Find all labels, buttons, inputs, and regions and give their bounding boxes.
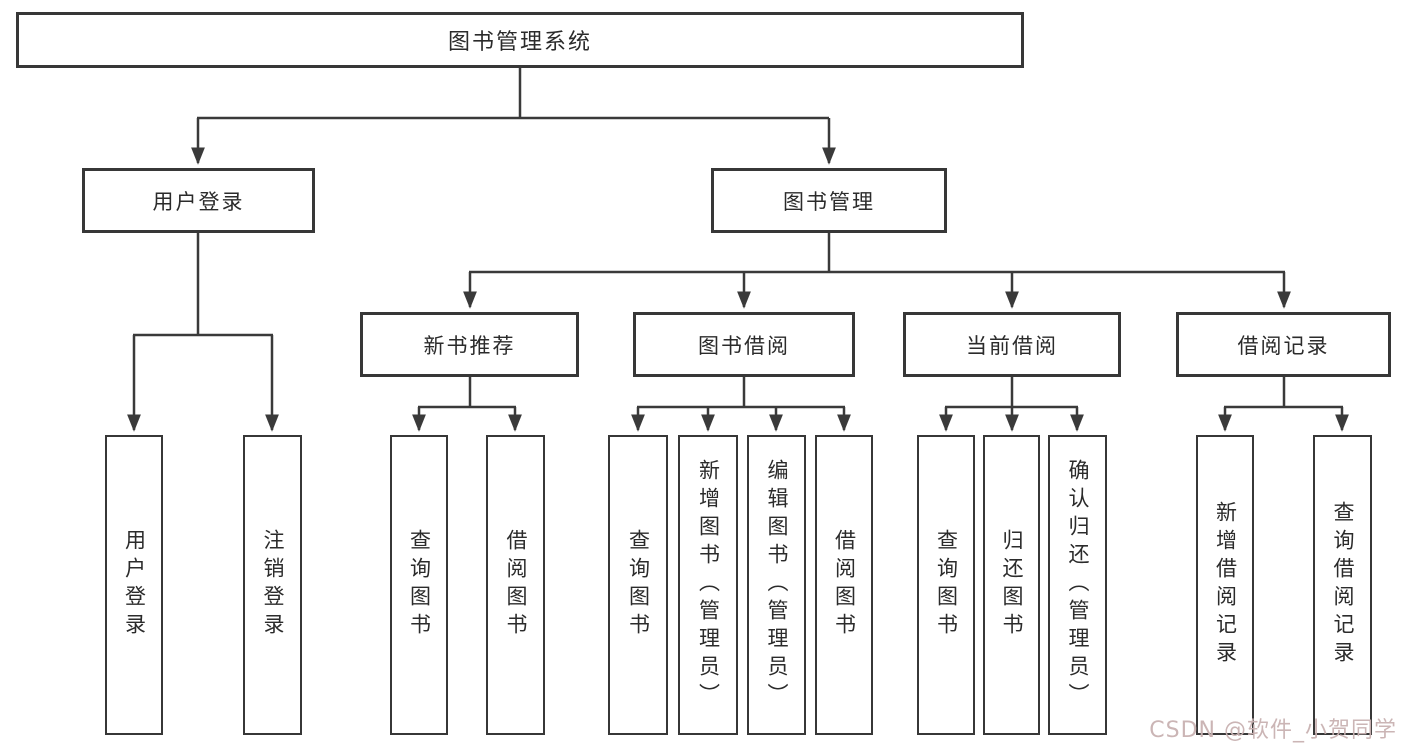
node-label: 注销登录 (261, 529, 285, 641)
node-current-borrow: 当前借阅 (903, 312, 1121, 377)
leaf-borrow-books-recommend: 借阅图书 (486, 435, 545, 735)
user-login-connector (127, 233, 279, 432)
leaf-user-login: 用户登录 (105, 435, 163, 735)
node-label: 查询借阅记录 (1331, 501, 1355, 669)
node-label: 用户登录 (122, 529, 147, 641)
leaf-query-books-recommend: 查询图书 (390, 435, 448, 735)
node-label: 查询图书 (407, 529, 432, 641)
node-label: 查询图书 (626, 529, 651, 641)
csdn-watermark: CSDN @软件_小贺同学 (1149, 718, 1397, 743)
node-label: 用户登录 (152, 189, 245, 214)
node-label: 新书推荐 (423, 333, 516, 358)
leaf-add-borrow-record: 新增借阅记录 (1196, 435, 1254, 735)
node-label: 图书管理系统 (447, 30, 592, 55)
node-root-system: 图书管理系统 (16, 12, 1024, 68)
current-borrow-connector (939, 377, 1084, 432)
borrow-records-connector (1218, 377, 1349, 432)
leaf-add-book-admin: 新增图书（管理员） (678, 435, 738, 735)
leaf-query-borrow-record: 查询借阅记录 (1313, 435, 1372, 735)
node-label: 编辑图书（管理员） (765, 459, 789, 711)
node-book-management: 图书管理 (711, 168, 947, 233)
leaf-confirm-return-admin: 确认归还（管理员） (1048, 435, 1107, 735)
leaf-edit-book-admin: 编辑图书（管理员） (747, 435, 806, 735)
book-borrow-connector (631, 377, 851, 432)
node-book-borrow: 图书借阅 (633, 312, 855, 377)
node-label: 借阅记录 (1237, 333, 1330, 358)
node-label: 查询图书 (934, 529, 959, 641)
new-book-recommend-connector (412, 377, 522, 432)
node-borrow-records: 借阅记录 (1176, 312, 1391, 377)
node-new-book-recommend: 新书推荐 (360, 312, 579, 377)
leaf-query-books-borrow: 查询图书 (608, 435, 668, 735)
leaf-query-books-current: 查询图书 (917, 435, 975, 735)
node-label: 归还图书 (1000, 529, 1024, 641)
root-connector (191, 68, 836, 165)
node-label: 借阅图书 (504, 529, 528, 641)
node-user-login: 用户登录 (82, 168, 315, 233)
book-management-connector (463, 233, 1291, 309)
leaf-return-books: 归还图书 (983, 435, 1040, 735)
node-label: 图书管理 (783, 189, 875, 214)
node-label: 图书借阅 (698, 333, 790, 358)
node-label: 新增借阅记录 (1213, 501, 1238, 669)
node-label: 借阅图书 (832, 529, 857, 641)
node-label: 确认归还（管理员） (1066, 459, 1090, 711)
leaf-borrow-books: 借阅图书 (815, 435, 873, 735)
node-label: 新增图书（管理员） (696, 459, 721, 711)
node-label: 当前借阅 (966, 333, 1058, 358)
leaf-logout-login: 注销登录 (243, 435, 302, 735)
